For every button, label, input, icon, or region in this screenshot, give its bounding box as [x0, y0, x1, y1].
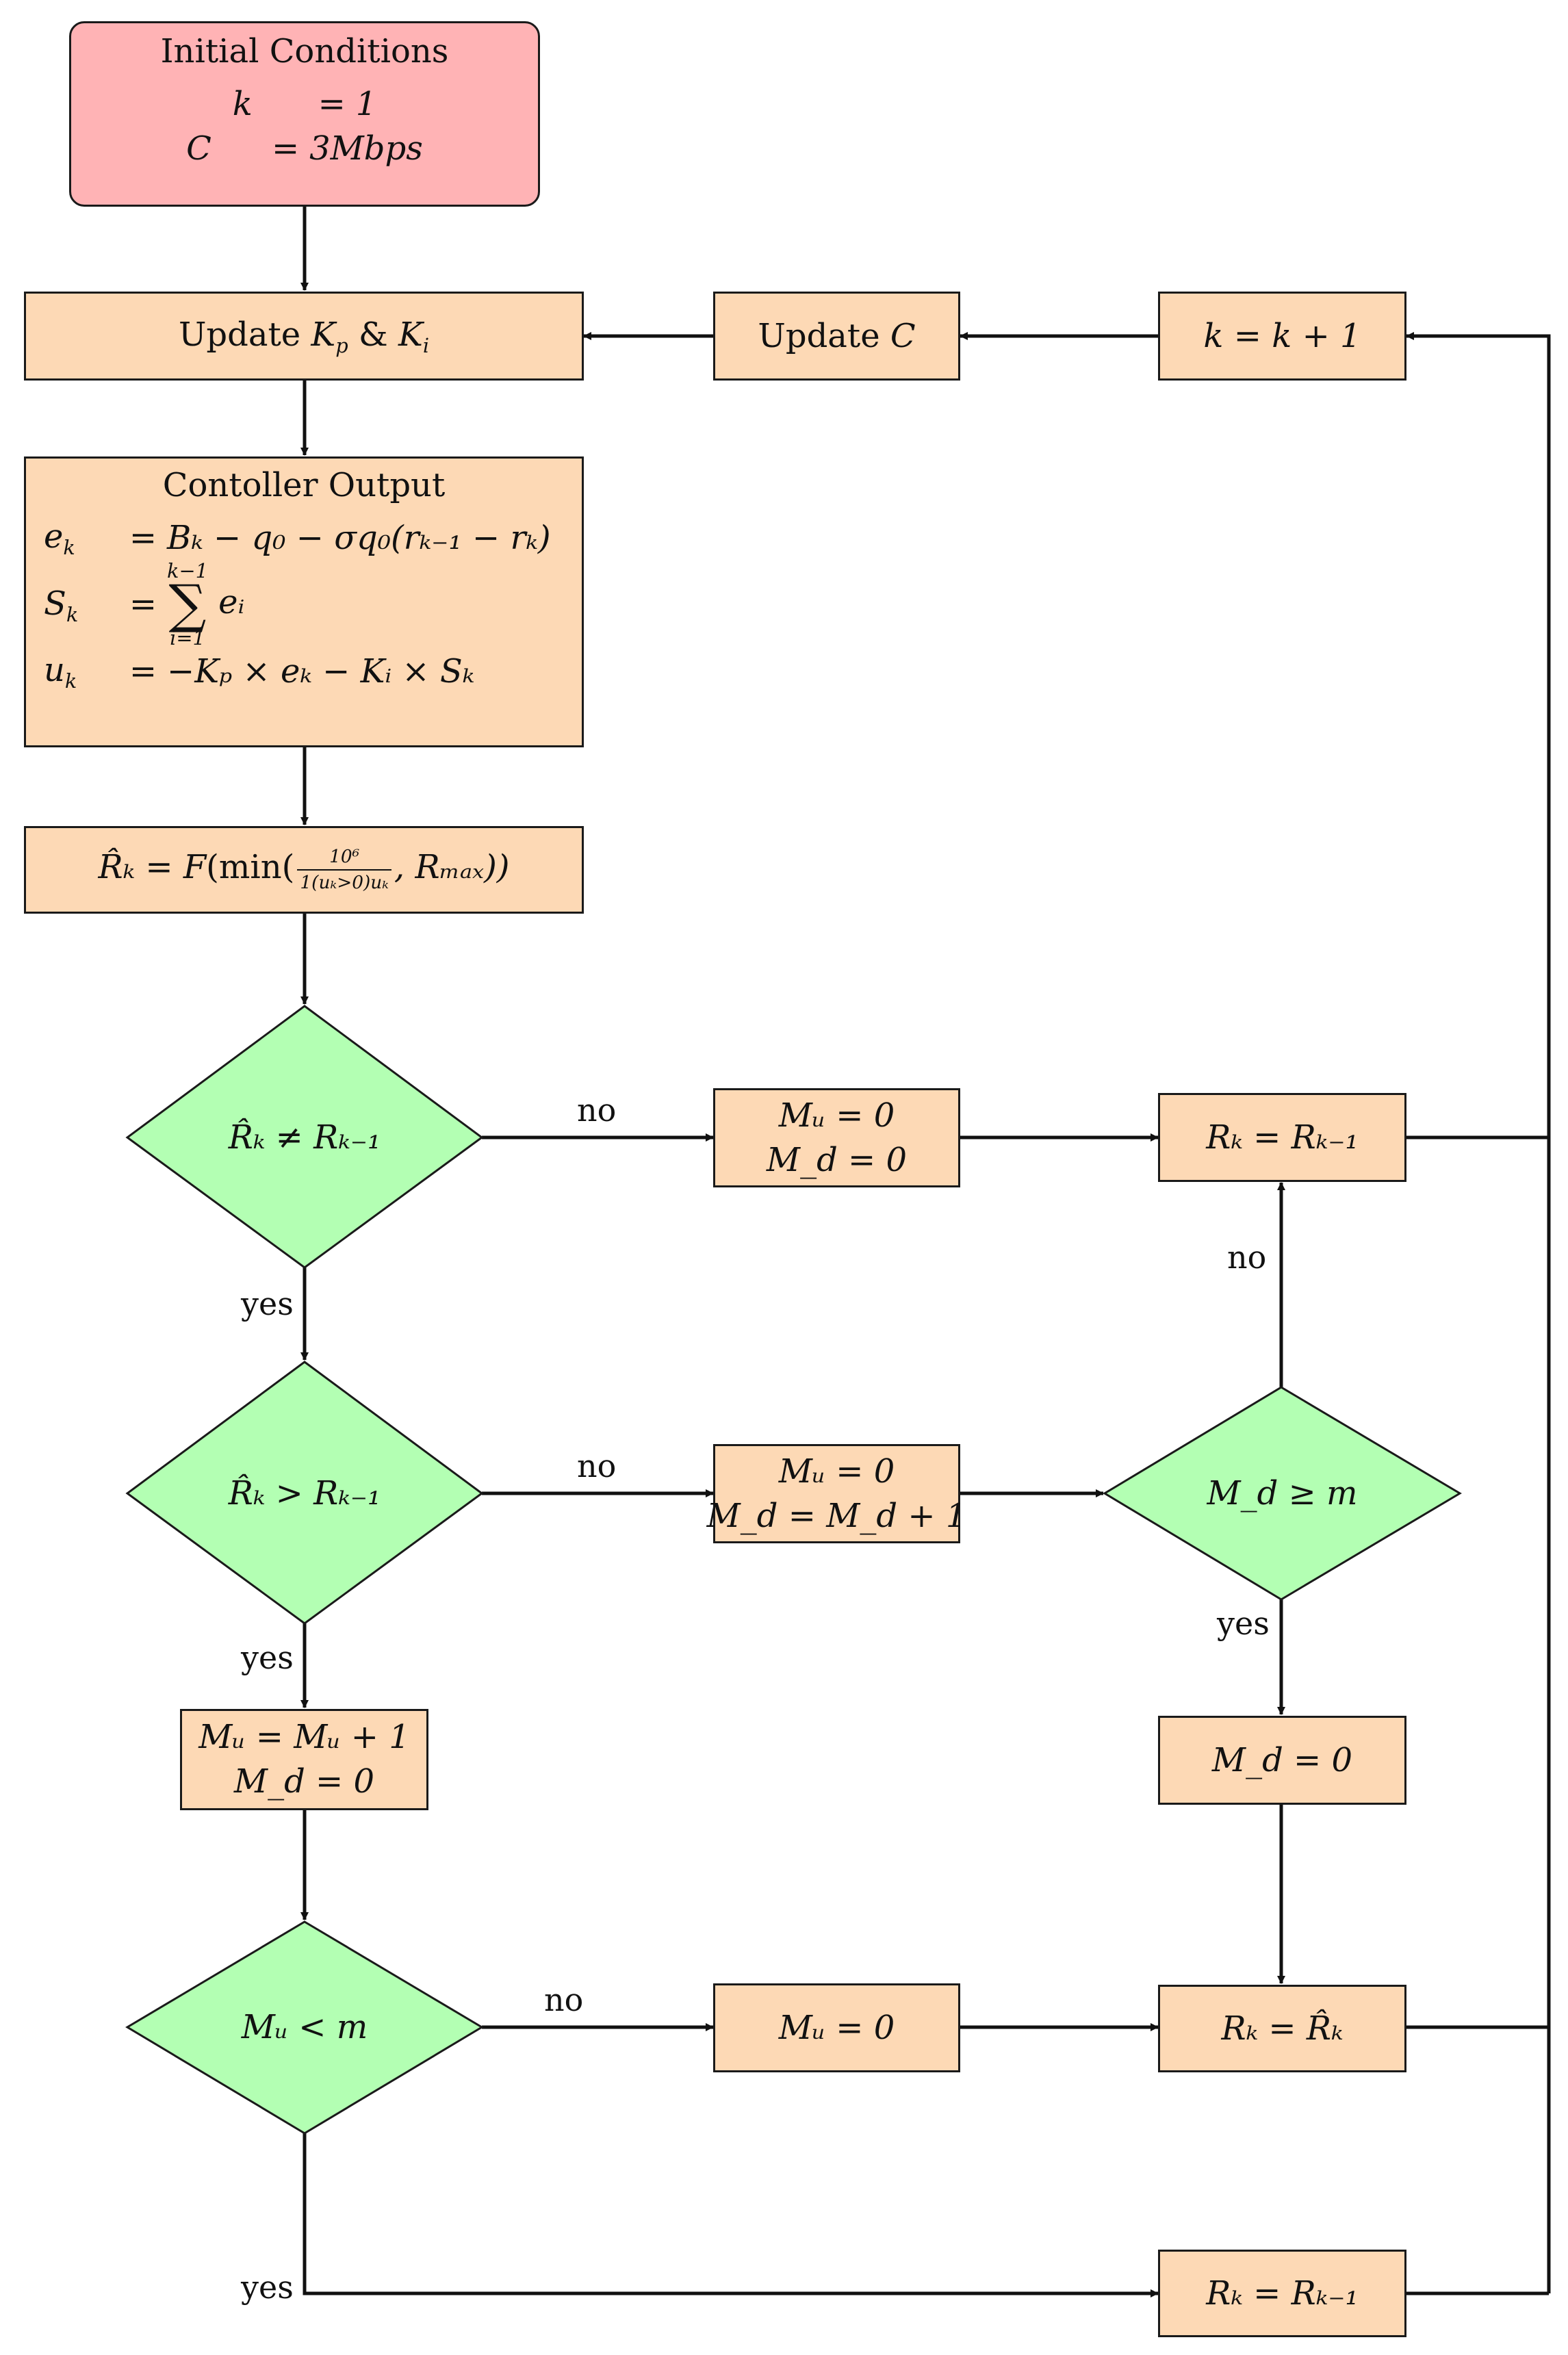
reset-both-line2: M_d = 0	[766, 1140, 908, 1179]
rate-min-open: (min(	[206, 848, 295, 887]
reset-both-box: Mᵤ = 0 M_d = 0	[713, 1088, 960, 1187]
count-up-box: Mᵤ = Mᵤ + 1 M_d = 0	[180, 1709, 428, 1810]
decision-3-shape	[125, 1920, 484, 2135]
rate-lhs: R̂ₖ = F	[98, 848, 207, 887]
kp-sub: p	[335, 333, 348, 357]
label-decision3-yes: yes	[241, 2269, 294, 2306]
ki-base: K	[398, 315, 423, 354]
e-lhs-base: e	[44, 517, 64, 556]
decision-2-shape	[125, 1361, 484, 1625]
initial-conditions-box: Initial Conditions k = 1 C = 3Mbps	[69, 21, 540, 207]
rate-frac-den: 1(uₖ>0)uₖ	[300, 872, 389, 893]
count-up-line1: Mᵤ = Mᵤ + 1	[198, 1718, 410, 1757]
increment-k-text: k = k + 1	[1203, 316, 1361, 355]
hold-rate-2-text: Rₖ = Rₖ₋₁	[1206, 2274, 1359, 2313]
decision-3-text: Mᵤ < m	[241, 2008, 368, 2046]
increment-k-box: k = k + 1	[1158, 292, 1406, 381]
reset-md-text: M_d = 0	[1211, 1740, 1353, 1779]
sum-term: eᵢ	[218, 583, 245, 622]
label-decision1-no: no	[577, 1092, 617, 1129]
e-rhs: Bₖ − q₀ − σq₀(rₖ₋₁ − rₖ)	[167, 518, 551, 557]
label-decision1-yes: yes	[241, 1285, 294, 1322]
hold-rate-1-text: Rₖ = Rₖ₋₁	[1206, 1118, 1359, 1157]
u-lhs-sub: k	[64, 669, 77, 693]
count-down-line2: M_d = M_d + 1	[706, 1496, 967, 1535]
update-c-box: Update C	[713, 292, 960, 381]
init-c-lhs: C	[186, 129, 211, 168]
decision-1-text: R̂ₖ ≠ Rₖ₋₁	[228, 1118, 381, 1157]
init-c-equals: =	[272, 129, 300, 168]
rate-tail: , Rₘₐₓ))	[394, 848, 510, 887]
label-decision4-yes: yes	[1217, 1605, 1270, 1642]
init-k-equals: =	[318, 85, 346, 124]
update-gains-prefix: Update	[178, 315, 301, 354]
label-decision2-no: no	[577, 1447, 617, 1484]
edge-bus-to-increment-k	[1406, 332, 1551, 2293]
sum-lower: i=1	[170, 626, 205, 650]
set-rate-box: Rₖ = R̂ₖ	[1158, 1985, 1406, 2072]
label-decision3-no: no	[544, 1981, 584, 2018]
count-up-line2: M_d = 0	[233, 1762, 375, 1801]
set-rate-text: Rₖ = R̂ₖ	[1221, 2009, 1344, 2048]
initial-conditions-title: Initial Conditions	[160, 32, 449, 70]
e-equals: =	[129, 518, 157, 557]
sum-symbol: ∑	[168, 574, 207, 636]
s-lhs-sub: k	[66, 602, 79, 626]
rate-frac-num: 10⁶	[297, 845, 391, 871]
hold-rate-1-box: Rₖ = Rₖ₋₁	[1158, 1093, 1406, 1182]
u-rhs: −Kₚ × eₖ − Kᵢ × Sₖ	[167, 652, 475, 691]
decision-2-text: R̂ₖ > Rₖ₋₁	[228, 1474, 381, 1513]
controller-output-box: Contoller Output ek = Bₖ − q₀ − σq₀(rₖ₋₁…	[24, 456, 584, 747]
s-lhs-base: S	[44, 584, 66, 623]
u-equals: =	[129, 652, 157, 691]
reset-mu-text: Mᵤ = 0	[778, 2008, 895, 2047]
count-down-line1: Mᵤ = 0	[778, 1452, 895, 1491]
e-lhs-sub: k	[63, 536, 75, 560]
update-gains-box: Update Kp & Ki	[24, 292, 584, 381]
summation: k−1 ∑ i=1	[167, 561, 208, 648]
reset-md-box: M_d = 0	[1158, 1716, 1406, 1805]
hold-rate-2-box: Rₖ = Rₖ₋₁	[1158, 2250, 1406, 2337]
init-k-value: 1	[355, 85, 377, 124]
update-c-prefix: Update	[758, 316, 880, 355]
u-lhs-base: u	[44, 651, 65, 690]
label-decision4-no: no	[1227, 1239, 1267, 1276]
reset-mu-box: Mᵤ = 0	[713, 1983, 960, 2072]
reset-both-line1: Mᵤ = 0	[778, 1096, 895, 1135]
kp-base: K	[311, 315, 336, 354]
init-k-lhs: k	[232, 85, 253, 124]
count-down-box: Mᵤ = 0 M_d = M_d + 1	[707, 1444, 966, 1543]
ki-sub: i	[422, 333, 430, 357]
update-c-var: C	[890, 316, 916, 355]
decision-4-text: M_d ≥ m	[1207, 1474, 1358, 1513]
gains-amp: &	[358, 315, 388, 354]
s-equals: =	[129, 585, 157, 624]
decision-4-shape	[1103, 1386, 1462, 1601]
init-c-value: 3Mbps	[309, 129, 423, 168]
controller-title: Contoller Output	[162, 466, 446, 504]
label-decision2-yes: yes	[241, 1639, 294, 1676]
decision-1-shape	[125, 1005, 484, 1269]
edge-decision3-yes	[303, 2133, 1159, 2298]
sum-upper: k−1	[167, 559, 208, 583]
